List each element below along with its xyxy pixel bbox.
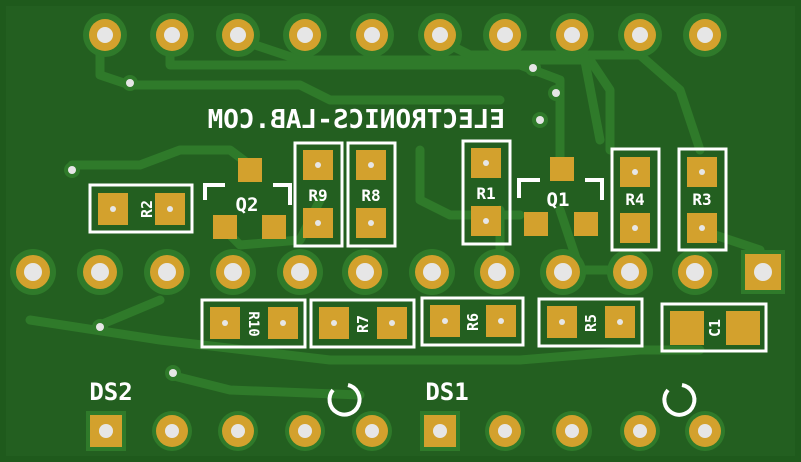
bottom-display-pads [86, 411, 725, 451]
label-R3: R3 [692, 190, 711, 209]
label-Q2: Q2 [236, 194, 259, 216]
label-R2: R2 [138, 200, 156, 218]
label-R6: R6 [464, 313, 482, 331]
display-orientation-marks [327, 383, 697, 417]
label-R1: R1 [476, 184, 495, 203]
label-R5: R5 [582, 314, 600, 332]
via-holes [68, 64, 560, 377]
label-R9: R9 [308, 186, 327, 205]
label-R10: R10 [245, 311, 261, 336]
label-DS2: DS2 [89, 378, 132, 406]
label-DS1: DS1 [425, 378, 468, 406]
label-C1: C1 [706, 319, 724, 337]
component-footprints [88, 139, 768, 353]
top-header-pads [83, 13, 727, 57]
board-title: ELECTRONICS-LAB.COM [208, 105, 505, 135]
middle-header-pads [10, 249, 785, 295]
label-Q1: Q1 [547, 189, 570, 211]
label-R4: R4 [625, 190, 644, 209]
label-R7: R7 [354, 315, 372, 333]
label-R8: R8 [361, 186, 380, 205]
